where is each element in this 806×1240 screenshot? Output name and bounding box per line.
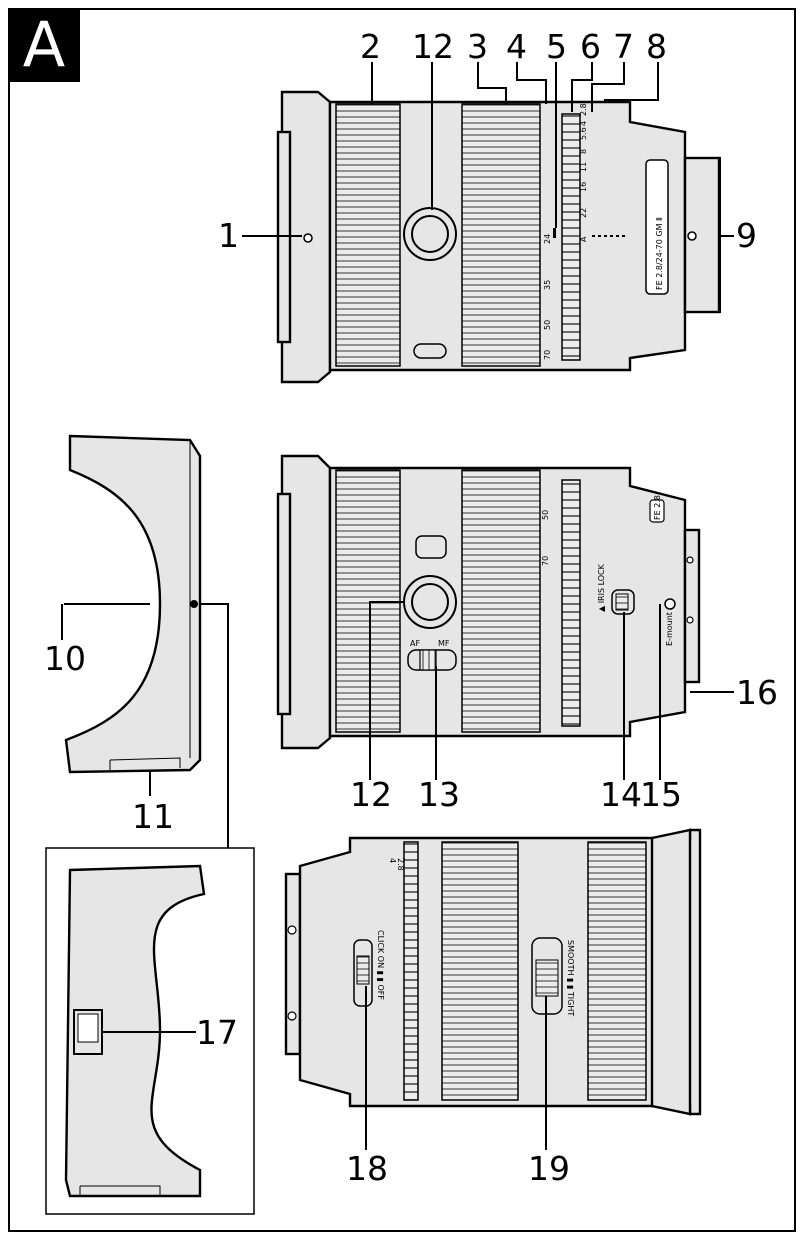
lens-middle-aperture-ring bbox=[561, 479, 581, 727]
focus-mode-af: AF bbox=[410, 639, 420, 648]
hood-inset: 17 bbox=[45, 847, 255, 1215]
aperture-mark-16: 16 bbox=[579, 182, 588, 192]
top-callouts: 2 12 3 4 5 6 7 8 1 9 bbox=[218, 27, 757, 313]
lens-top-view: FE 2.8/24-70 GM Ⅱ 24 35 50 70 A 22 16 11… bbox=[276, 90, 721, 384]
lens-middle-front-hood bbox=[280, 454, 332, 750]
focus-mode-mf: MF bbox=[438, 639, 450, 648]
callout-10: 10 bbox=[44, 639, 86, 678]
focus-hold-button-side-inner bbox=[411, 583, 449, 621]
mid-model-badge-text: FE 2.8 bbox=[653, 495, 662, 520]
lens-bottom-aperture-ring bbox=[403, 841, 419, 1101]
click-switch-text: CLICK ON ▮ ▮ OFF bbox=[376, 930, 385, 1000]
callout-9: 9 bbox=[736, 216, 757, 255]
iris-lock-switch-knob bbox=[615, 593, 629, 611]
aperture-mark-4: 4 bbox=[579, 121, 588, 126]
callout-18: 18 bbox=[346, 1149, 388, 1188]
hood-index-dot bbox=[190, 600, 198, 608]
hood-release-button-face bbox=[77, 1013, 99, 1043]
lens-hood-view: 10 11 bbox=[44, 434, 229, 848]
bottom-aperture-2-8: 2.8 bbox=[396, 858, 405, 871]
e-mount-text: E-mount bbox=[665, 612, 674, 646]
lens-middle-view: AF MF ▲ IRIS LOCK E-mount 50 70 FE 2.8 bbox=[276, 454, 701, 750]
focal-mark-70: 70 bbox=[543, 350, 552, 360]
lens-top-slot bbox=[413, 343, 447, 359]
smooth-tight-text: SMOOTH ▮ ▮ TIGHT bbox=[566, 940, 575, 1016]
aperture-mark-a: A bbox=[579, 236, 588, 242]
lens-top-aperture-ring bbox=[561, 113, 581, 361]
mid-focal-50: 50 bbox=[541, 510, 550, 520]
callout-19: 19 bbox=[528, 1149, 570, 1188]
lens-top-mount-index bbox=[687, 231, 697, 241]
lens-middle-front-rim bbox=[276, 492, 292, 716]
lens-bottom-mount bbox=[284, 872, 302, 1056]
lens-middle-focus-ring bbox=[461, 469, 541, 733]
callout-6: 6 bbox=[580, 27, 601, 66]
focal-mark-35: 35 bbox=[543, 280, 552, 290]
mid-focal-70: 70 bbox=[541, 556, 550, 566]
zoom-smooth-tight-switch-knob bbox=[535, 959, 559, 997]
figure-frame bbox=[8, 8, 796, 1232]
focus-hold-button-inner bbox=[411, 215, 449, 253]
aperture-mark-11: 11 bbox=[579, 162, 588, 172]
hood-index-mark bbox=[303, 233, 313, 243]
mounting-index bbox=[664, 598, 676, 610]
callout-1: 1 bbox=[218, 216, 239, 255]
callout-5: 5 bbox=[546, 27, 567, 66]
aperture-mark-22: 22 bbox=[579, 208, 588, 218]
callout-2: 2 bbox=[360, 27, 381, 66]
lens-hood bbox=[64, 434, 202, 774]
model-name-badge bbox=[645, 159, 669, 295]
lens-bottom-focus-ring bbox=[441, 841, 519, 1101]
lens-middle-slot bbox=[415, 535, 447, 559]
zoom-index-mark bbox=[553, 228, 556, 238]
callout-7: 7 bbox=[613, 27, 634, 66]
figure-badge: A bbox=[8, 8, 80, 82]
iris-lock-text: ▲ IRIS LOCK bbox=[597, 563, 606, 612]
lens-top-focus-ring bbox=[461, 103, 541, 367]
callout-15: 15 bbox=[640, 775, 682, 814]
callout-17: 17 bbox=[196, 1013, 238, 1052]
lens-bottom-zoom-ring bbox=[587, 841, 647, 1101]
focal-mark-50: 50 bbox=[543, 320, 552, 330]
middle-callouts: 12 13 14 15 16 bbox=[350, 601, 778, 814]
aperture-mark-2-8: 2.8 bbox=[579, 103, 588, 116]
callout-12-top: 12 bbox=[412, 27, 454, 66]
bottom-aperture-4: 4 bbox=[388, 858, 397, 863]
callout-13: 13 bbox=[418, 775, 460, 814]
focal-mark-24: 24 bbox=[543, 234, 552, 244]
callout-4: 4 bbox=[506, 27, 527, 66]
lens-top-zoom-ring bbox=[335, 103, 401, 367]
callout-16: 16 bbox=[736, 673, 778, 712]
callout-8: 8 bbox=[646, 27, 667, 66]
lens-top-mount bbox=[683, 156, 721, 314]
lens-middle-mount bbox=[683, 528, 701, 684]
lens-bottom-hood-end bbox=[650, 828, 692, 1116]
callout-3: 3 bbox=[467, 27, 488, 66]
callout-14: 14 bbox=[600, 775, 642, 814]
callout-11: 11 bbox=[132, 797, 174, 836]
model-name-text: FE 2.8/24-70 GM Ⅱ bbox=[655, 217, 664, 290]
aperture-mark-8: 8 bbox=[579, 149, 588, 154]
focus-mode-switch-knob bbox=[419, 649, 437, 671]
mid-model-badge bbox=[649, 499, 665, 523]
lens-bottom-view: 2.8 4 CLICK ON ▮ ▮ OFF SMOOTH ▮ ▮ TIGHT bbox=[284, 828, 702, 1116]
callout-12-mid: 12 bbox=[350, 775, 392, 814]
bottom-callouts: 18 19 bbox=[346, 986, 570, 1188]
aperture-mark-5-6: 5.6 bbox=[579, 127, 588, 140]
aperture-click-switch-knob bbox=[356, 955, 370, 985]
